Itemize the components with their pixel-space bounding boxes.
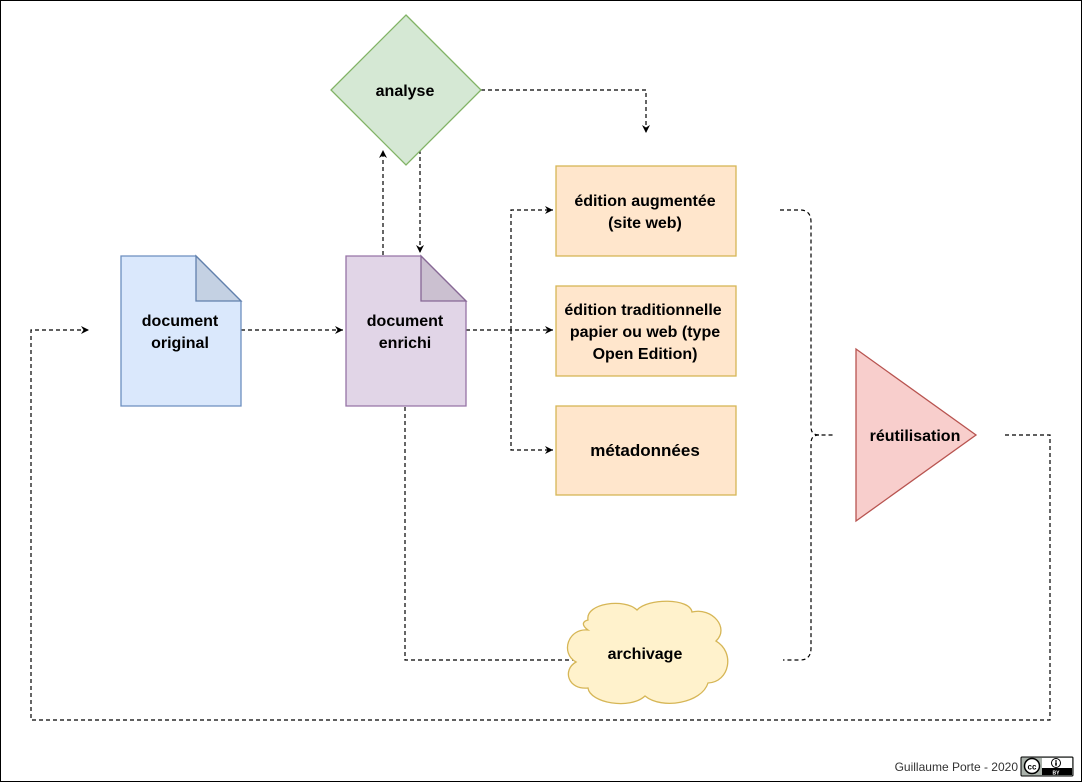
edition-augmentee-box: [555, 165, 737, 257]
svg-text:cc: cc: [1028, 763, 1037, 772]
node-reutilisation: réutilisation: [855, 347, 978, 523]
edition-traditionnelle-label-line2: papier ou web (type: [570, 324, 720, 341]
edition-augmentee-label-line1: édition augmentée: [574, 193, 715, 210]
node-document-original: document original: [120, 254, 243, 407]
node-metadonnees: métadonnées: [555, 405, 737, 496]
edition-augmentee-label-line2: (site web): [608, 215, 682, 232]
node-document-enrichi: document enrichi: [345, 254, 468, 407]
credit-text: Guillaume Porte - 2020: [895, 760, 1019, 774]
svg-text:BY: BY: [1053, 771, 1061, 777]
metadonnees-label: métadonnées: [590, 441, 700, 460]
edge-brace-to-reutilisation: [780, 209, 834, 661]
edge-enrichi-to-archivage: [404, 407, 582, 664]
edge-analyse-to-editions: [481, 89, 650, 133]
document-enrichi-label-line1: document: [367, 313, 444, 330]
document-original-label-line2: original: [151, 335, 209, 352]
reutilisation-label: réutilisation: [870, 428, 961, 445]
edition-traditionnelle-label-line3: Open Edition): [593, 346, 698, 363]
document-enrichi-label-line2: enrichi: [379, 335, 431, 352]
analyse-label: analyse: [376, 83, 435, 100]
archivage-cloud: [566, 600, 729, 705]
node-edition-traditionnelle: édition traditionnelle papier ou web (ty…: [555, 285, 737, 377]
archivage-label: archivage: [608, 646, 683, 663]
analyse-diamond: [330, 14, 482, 166]
node-archivage: archivage: [566, 600, 729, 705]
reutilisation-triangle: [855, 347, 978, 523]
document-enrichi-fold: [420, 254, 468, 302]
node-analyse: analyse: [330, 14, 482, 166]
document-original-fold: [195, 254, 243, 302]
edge-enrichi-to-edition-augmentee: [510, 206, 553, 330]
credit: Guillaume Porte - 2020 cc BY: [895, 756, 1074, 777]
document-original-label-line1: document: [142, 313, 219, 330]
edition-traditionnelle-box: [555, 285, 737, 377]
metadonnees-box: [555, 405, 737, 496]
cc-by-license-icon: cc BY: [1020, 756, 1074, 777]
edge-enrichi-to-metadonnees: [510, 330, 553, 454]
edge-reutilisation-loop-back: [30, 326, 1051, 721]
node-edition-augmentee: édition augmentée (site web): [555, 165, 737, 257]
edition-traditionnelle-label-line1: édition traditionnelle: [564, 302, 721, 319]
edges: [30, 89, 1051, 721]
